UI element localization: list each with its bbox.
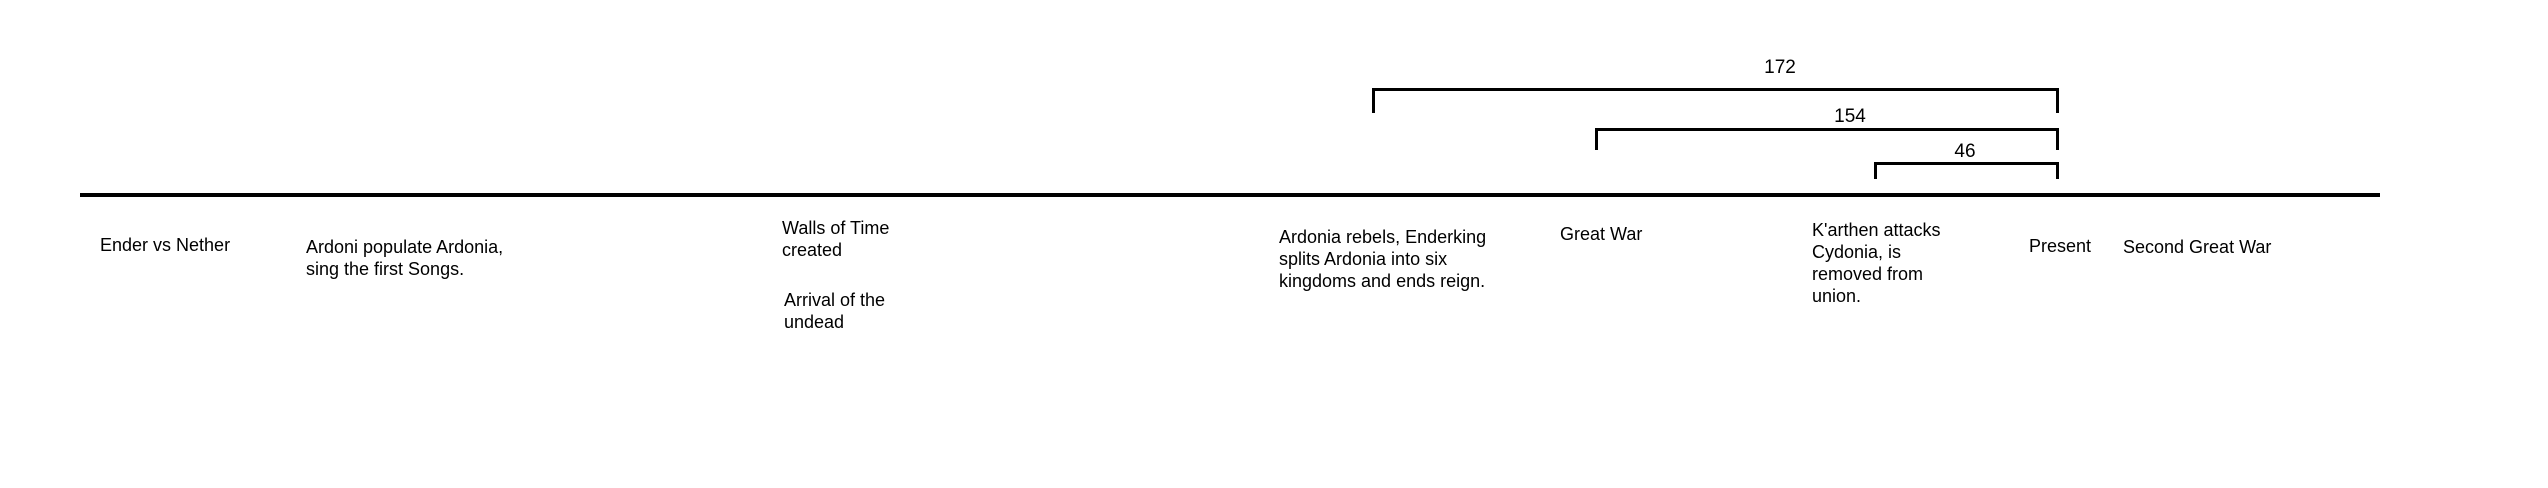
- event-line: Cydonia, is: [1812, 242, 1902, 262]
- event-line: Ardoni populate Ardonia,: [306, 237, 504, 257]
- bracket-46-label: 46: [1954, 141, 1976, 162]
- event-line: union.: [1812, 286, 1862, 306]
- event-line: Great War: [1560, 224, 1643, 244]
- event-present: Present: [2029, 235, 2091, 257]
- event-line: Ardonia rebels, Enderking: [1279, 227, 1487, 247]
- event-line: Walls of Time: [782, 218, 890, 238]
- timeline-axis: [80, 193, 2380, 197]
- event-line: splits Ardonia into six: [1279, 249, 1448, 269]
- event-arrival-undead: Arrival of the undead: [784, 289, 885, 333]
- event-karthen-attacks: K'arthen attacks Cydonia, is removed fro…: [1812, 219, 1941, 307]
- event-line: kingdoms and ends reign.: [1279, 271, 1486, 291]
- event-walls-of-time: Walls of Time created: [782, 217, 889, 261]
- event-line: Present: [2029, 236, 2092, 256]
- bracket-172-label: 172: [1764, 57, 1796, 78]
- event-line: K'arthen attacks: [1812, 220, 1941, 240]
- event-line: removed from: [1812, 264, 1924, 284]
- event-line: Ender vs Nether: [100, 235, 231, 255]
- bracket-154-label: 154: [1834, 106, 1866, 127]
- event-ardoni-populate: Ardoni populate Ardonia, sing the first …: [306, 236, 503, 280]
- bracket-46: [1874, 162, 2059, 179]
- event-line: created: [782, 240, 843, 260]
- event-second-great-war: Second Great War: [2123, 236, 2271, 258]
- event-ender-vs-nether: Ender vs Nether: [100, 234, 230, 256]
- event-line: Arrival of the: [784, 290, 886, 310]
- bracket-154: [1595, 128, 2059, 150]
- event-line: Second Great War: [2123, 237, 2272, 257]
- event-great-war: Great War: [1560, 223, 1642, 245]
- event-ardonia-rebels: Ardonia rebels, Enderking splits Ardonia…: [1279, 226, 1486, 292]
- bracket-172: [1372, 88, 2059, 113]
- event-line: undead: [784, 312, 845, 332]
- event-line: sing the first Songs.: [306, 259, 465, 279]
